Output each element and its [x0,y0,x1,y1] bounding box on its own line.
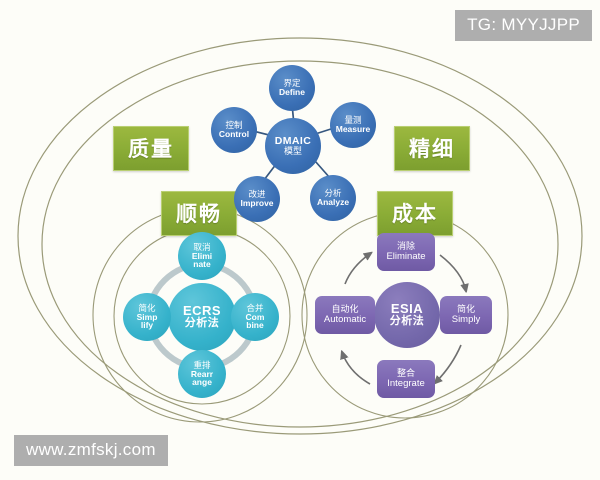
dmaic-node-measure[interactable]: 量测 Measure [330,102,376,148]
outer-ellipse-1 [17,37,583,435]
ecrs-rearrange-en2: ange [192,377,212,388]
esia-node-simply[interactable]: 简化 Simply [440,296,492,334]
esia-automatic-cn: 自动化 [331,304,359,315]
dmaic-node-improve[interactable]: 改进 Improve [234,176,280,222]
label-smooth: 顺畅 [161,191,237,236]
dmaic-center-node[interactable]: DMAIC 模型 [265,118,321,174]
watermark-bottom-left: www.zmfskj.com [14,435,168,466]
label-fine: 精细 [394,126,470,171]
esia-node-automatic[interactable]: 自动化 Automatic [315,296,375,334]
ecrs-simplify-en1: Simp [136,311,158,322]
ecrs-combine-en1: Com [245,311,265,322]
esia-center-cn: 分析法 [389,315,425,328]
dmaic-define-cn: 界定 [283,78,301,89]
watermark-top-right: TG: MYYJJPP [455,10,592,41]
ecrs-combine-en2: bine [246,320,264,331]
ecrs-simplify-cn: 简化 [138,302,156,313]
dmaic-node-define[interactable]: 界定 Define [269,65,315,111]
dmaic-measure-en: Measure [335,124,371,134]
dmaic-measure-cn: 量测 [344,115,362,126]
ecrs-rearrange-en1: Rearr [190,368,214,379]
esia-simply-cn: 简化 [456,304,475,315]
dmaic-node-control[interactable]: 控制 Control [211,107,257,153]
ecrs-center-cn: 分析法 [184,317,220,330]
esia-node-integrate[interactable]: 整合 Integrate [377,360,435,398]
ecrs-node-eliminate[interactable]: 取消 Elimi nate [178,232,226,280]
ecrs-center-node[interactable]: ECRS 分析法 [168,283,236,351]
ecrs-center-en: ECRS [182,303,222,319]
esia-integrate-cn: 整合 [396,368,415,379]
esia-eliminate-en: Eliminate [386,250,426,262]
dmaic-improve-cn: 改进 [248,189,266,200]
dmaic-control-cn: 控制 [225,120,243,131]
dmaic-control-en: Control [218,129,250,139]
label-quality: 质量 [113,126,189,171]
esia-simply-en: Simply [451,313,481,325]
esia-node-eliminate[interactable]: 消除 Eliminate [377,233,435,271]
esia-eliminate-cn: 消除 [396,241,415,252]
esia-cycle-arrows [342,253,466,384]
ecrs-eliminate-en1: Elimi [191,250,213,261]
ecrs-node-simplify[interactable]: 简化 Simp lify [123,293,171,341]
esia-center-node[interactable]: ESIA 分析法 [374,282,440,348]
ecrs-eliminate-cn: 取消 [193,241,211,252]
dmaic-center-cn: 模型 [283,145,302,156]
dmaic-center-en: DMAIC [274,134,312,147]
dmaic-node-analyze[interactable]: 分析 Analyze [310,175,356,221]
dmaic-analyze-en: Analyze [316,197,350,207]
ecrs-node-rearrange[interactable]: 重排 Rearr ange [178,350,226,398]
ecrs-eliminate-en2: nate [193,259,211,270]
dmaic-analyze-cn: 分析 [324,188,342,199]
ecrs-node-combine[interactable]: 合并 Com bine [231,293,279,341]
dmaic-define-en: Define [279,87,305,97]
esia-automatic-en: Automatic [323,313,367,325]
ecrs-rearrange-cn: 重排 [193,359,211,370]
ecrs-combine-cn: 合并 [246,302,264,313]
outer-ellipse-2 [41,60,559,428]
esia-center-en: ESIA [390,301,424,317]
esia-integrate-en: Integrate [387,377,425,389]
ecrs-simplify-en2: lify [140,320,154,331]
dmaic-improve-en: Improve [240,198,274,208]
label-cost: 成本 [377,191,453,236]
